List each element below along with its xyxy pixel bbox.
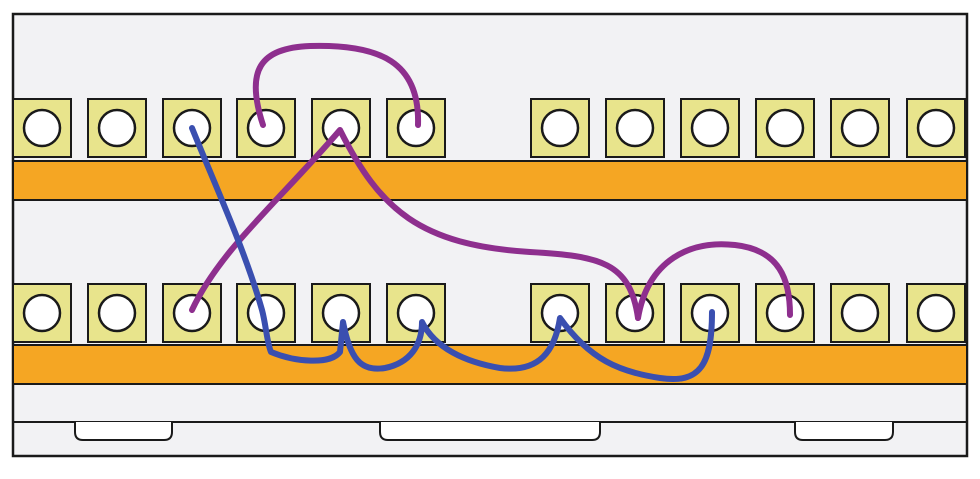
terminal: [162, 283, 222, 343]
terminal: [830, 283, 890, 343]
terminal: [906, 283, 966, 343]
terminal-hole: [690, 108, 730, 148]
top-rail: [12, 160, 968, 201]
terminal: [386, 283, 446, 343]
terminal-hole: [840, 293, 880, 333]
terminal-pad: [236, 98, 296, 158]
terminal: [906, 98, 966, 158]
terminal-hole: [22, 108, 62, 148]
terminal-hole: [97, 293, 137, 333]
terminal: [830, 98, 890, 158]
top-row-right-group: [530, 98, 966, 158]
terminal-hole: [765, 108, 805, 148]
bottom-row-left-group: [12, 283, 446, 343]
top-row: [12, 98, 966, 158]
purple-jumper-bottom: [635, 241, 793, 321]
terminal-hole: [840, 108, 880, 148]
terminal-hole: [246, 108, 286, 148]
terminal-hole: [916, 293, 956, 333]
terminal: [755, 98, 815, 158]
bottom-row: [12, 283, 966, 343]
terminal: [530, 98, 590, 158]
terminal: [87, 283, 147, 343]
terminal: [386, 98, 446, 158]
terminal-hole: [540, 108, 580, 148]
terminal: [755, 283, 815, 343]
terminal: [605, 98, 665, 158]
center-foot: [379, 422, 601, 441]
terminal: [530, 283, 590, 343]
terminal-hole: [97, 108, 137, 148]
wires-layer: [189, 42, 793, 383]
board-layer: [11, 12, 969, 458]
terminal: [12, 283, 72, 343]
terminal: [236, 98, 296, 158]
terminal-hole: [396, 293, 436, 333]
terminal: [680, 98, 740, 158]
purple-wire-cross: [189, 127, 641, 321]
terminal-hole: [22, 293, 62, 333]
terminal: [87, 98, 147, 158]
blue-wire: [189, 125, 715, 383]
terminal-hole: [615, 108, 655, 148]
board-body: [11, 12, 969, 458]
bottom-row-right-group: [530, 283, 966, 343]
purple-jumper-top: [252, 42, 422, 128]
terminal-pad: [830, 98, 890, 158]
terminal: [12, 98, 72, 158]
rails-layer: [12, 160, 968, 385]
right-foot: [794, 422, 894, 441]
terminals-layer: [12, 98, 966, 343]
terminal-hole: [765, 293, 805, 333]
left-foot: [74, 422, 173, 441]
terminal-hole: [916, 108, 956, 148]
